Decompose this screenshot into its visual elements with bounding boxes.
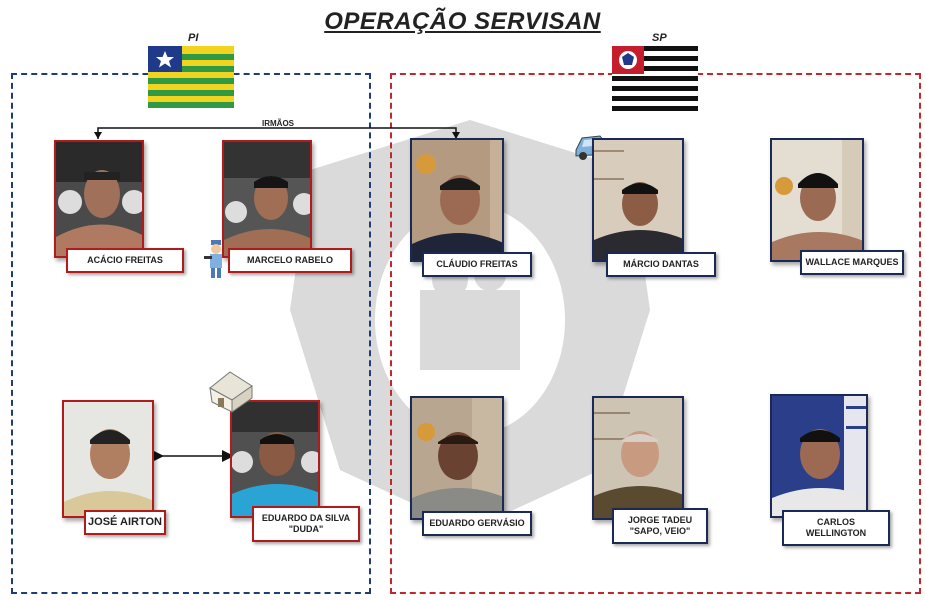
name-label-acacio: ACÁCIO FREITAS	[66, 248, 184, 273]
name-label-jorge: JORGE TADEU "SAPO, VEIO"	[612, 508, 708, 544]
name-label-eduardo-gervasio: EDUARDO GERVÁSIO	[422, 511, 532, 536]
name-label-marcio: MÁRCIO DANTAS	[606, 252, 716, 277]
mugshot-jose	[62, 400, 154, 518]
page-title: OPERAÇÃO SERVISAN	[324, 8, 601, 35]
name-label-claudio: CLÁUDIO FREITAS	[422, 252, 532, 277]
sp-flag	[612, 46, 698, 112]
police-officer-icon	[204, 240, 222, 278]
house-icon	[209, 371, 253, 413]
brothers-label: IRMÃOS	[262, 119, 294, 128]
mugshot-eduardo-gervasio	[410, 396, 504, 520]
pi-state-label: PI	[188, 32, 199, 44]
sp-state-label: SP	[652, 32, 667, 44]
name-label-eduardo-duda: EDUARDO DA SILVA "DUDA"	[252, 506, 360, 542]
mugshot-jorge	[592, 396, 684, 520]
name-label-marcelo: MARCELO RABELO	[228, 248, 352, 273]
name-label-jose: JOSÉ AIRTON	[84, 510, 166, 535]
mugshot-carlos	[770, 394, 868, 518]
mugshot-claudio	[410, 138, 504, 262]
mugshot-eduardo-duda	[230, 400, 320, 518]
mugshot-marcelo	[222, 140, 312, 258]
name-label-carlos: CARLOS WELLINGTON	[782, 510, 890, 546]
mugshot-acacio	[54, 140, 144, 258]
name-label-wallace: WALLACE MARQUES	[800, 250, 904, 275]
mugshot-wallace	[770, 138, 864, 262]
mugshot-marcio	[592, 138, 684, 262]
pi-flag	[148, 46, 234, 108]
